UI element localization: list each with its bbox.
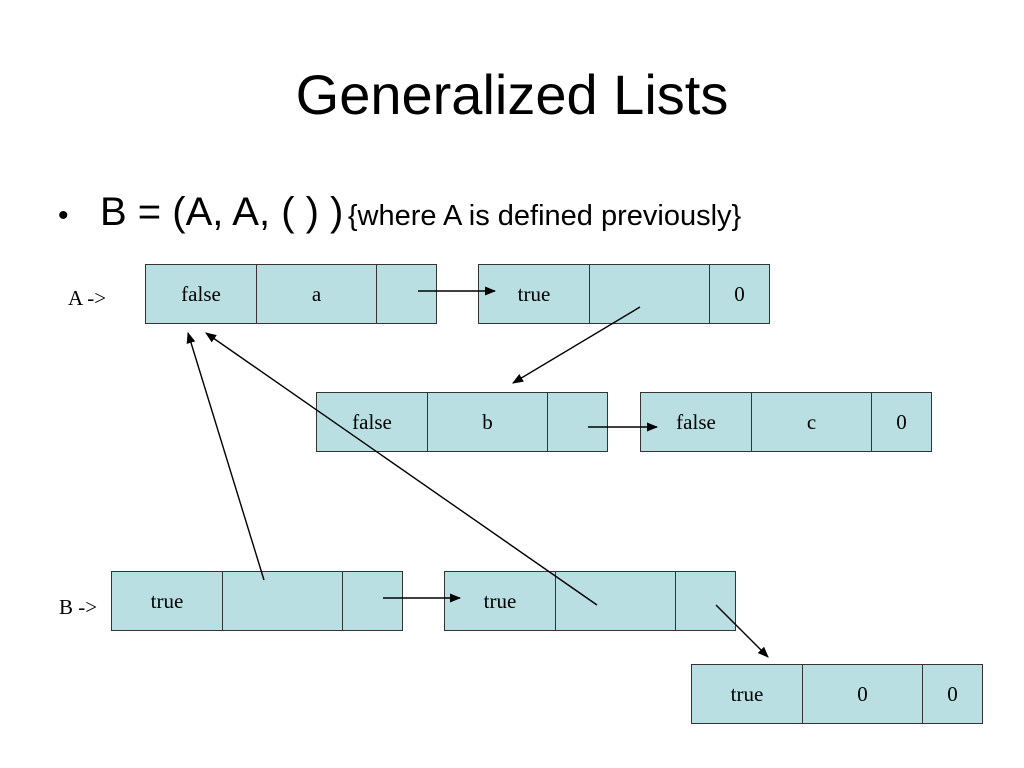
bullet-marker: • [58, 199, 69, 232]
list-node-a2: true 0 [478, 264, 770, 324]
list-node-b3: true 0 0 [691, 664, 983, 724]
tag-cell: true [692, 665, 803, 723]
list-node-a1: false a [145, 264, 437, 324]
list-node-b2: true [444, 571, 736, 631]
data-cell: a [257, 265, 377, 323]
data-cell [590, 265, 710, 323]
data-cell: 0 [803, 665, 923, 723]
tag-cell: false [641, 393, 752, 451]
link-cell [548, 393, 607, 451]
link-cell: 0 [734, 281, 745, 306]
bullet-item: • B = (A, A, ( ) ) {where A is defined pr… [58, 190, 741, 235]
slide-title: Generalized Lists [295, 63, 729, 126]
data-cell [223, 572, 343, 630]
link-cell: 0 [896, 409, 907, 434]
tag-cell: true [445, 572, 556, 630]
link-cell [377, 265, 436, 323]
data-cell: c [752, 393, 872, 451]
data-cell: b [428, 393, 548, 451]
pointer-label-b: B -> [59, 595, 98, 619]
bullet-expression: B = (A, A, ( ) ) [100, 190, 344, 234]
bullet-note: {where A is defined previously} [347, 200, 742, 232]
link-cell [676, 572, 735, 630]
pointer-label-a: A -> [68, 286, 107, 310]
tag-cell: false [146, 265, 257, 323]
tag-cell: true [112, 572, 223, 630]
tag-cell: false [317, 393, 428, 451]
list-node-b1: true [111, 571, 403, 631]
list-node-s1: false b [316, 392, 608, 452]
arrow-b2-to-a [205, 332, 598, 606]
list-node-s2: false c 0 [640, 392, 932, 452]
link-cell: 0 [947, 681, 958, 706]
link-cell [343, 572, 402, 630]
arrow-b1-to-a [186, 331, 265, 581]
data-cell [556, 572, 676, 630]
tag-cell: true [479, 265, 590, 323]
